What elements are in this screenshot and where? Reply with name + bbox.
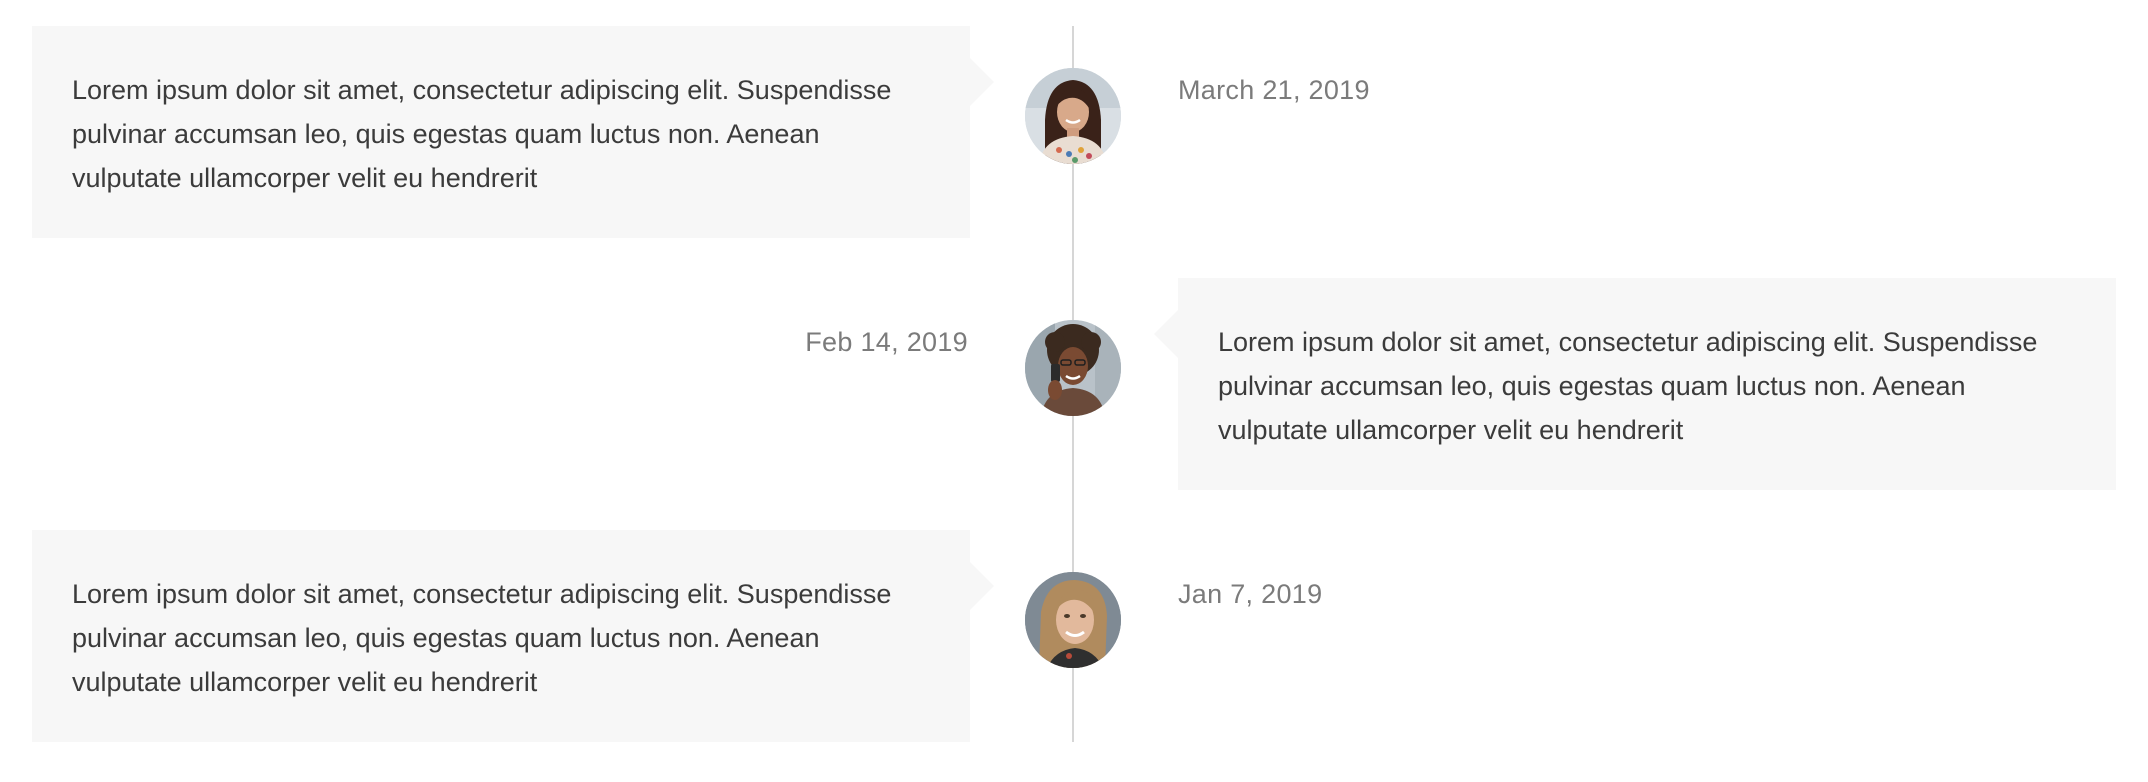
timeline-entry: Lorem ipsum dolor sit amet, consectetur …: [0, 530, 2148, 742]
card-pointer: [970, 58, 994, 106]
timeline-entry: Lorem ipsum dolor sit amet, consectetur …: [0, 278, 2148, 490]
timeline-card-text: Lorem ipsum dolor sit amet, consectetur …: [72, 75, 892, 193]
timeline-date: March 21, 2019: [1178, 75, 1370, 105]
timeline-entry: Lorem ipsum dolor sit amet, consectetur …: [0, 26, 2148, 238]
timeline-card: Lorem ipsum dolor sit amet, consectetur …: [32, 530, 970, 742]
card-pointer: [1154, 310, 1178, 358]
avatar: [1025, 572, 1121, 668]
timeline-date: Feb 14, 2019: [805, 327, 968, 357]
timeline-card-text: Lorem ipsum dolor sit amet, consectetur …: [1218, 327, 2038, 445]
card-pointer: [970, 562, 994, 610]
timeline-card: Lorem ipsum dolor sit amet, consectetur …: [32, 26, 970, 238]
avatar: [1025, 320, 1121, 416]
user-avatar-3-icon: [1025, 572, 1121, 668]
timeline-date: Jan 7, 2019: [1178, 579, 1323, 609]
timeline-card: Lorem ipsum dolor sit amet, consectetur …: [1178, 278, 2116, 490]
avatar: [1025, 68, 1121, 164]
user-avatar-2-icon: [1025, 320, 1121, 416]
user-avatar-1-icon: [1025, 68, 1121, 164]
timeline-card-text: Lorem ipsum dolor sit amet, consectetur …: [72, 579, 892, 697]
